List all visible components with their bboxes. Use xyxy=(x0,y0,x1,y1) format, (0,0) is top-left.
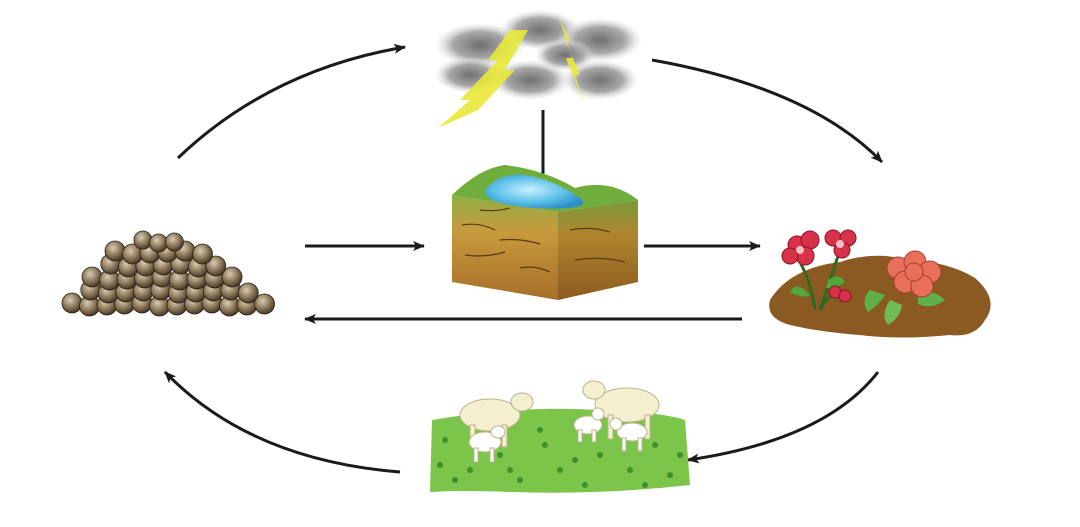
pellet xyxy=(104,240,126,262)
arrows xyxy=(163,43,884,474)
pellet xyxy=(133,230,153,250)
soil-block-with-water-icon xyxy=(452,165,638,300)
pellet xyxy=(81,266,103,288)
storm-cloud-lightning-icon xyxy=(435,10,642,128)
arrow-pile-to-clouds xyxy=(176,43,406,160)
pile-of-rounded-pellets-icon xyxy=(61,230,275,317)
sheep-on-grass-icon xyxy=(430,380,690,493)
arrow-clouds-to-plants xyxy=(651,58,884,164)
pellet xyxy=(149,233,169,253)
flowers-on-soil-icon xyxy=(769,229,991,338)
pellet xyxy=(254,293,275,315)
arrow-plants-to-sheep xyxy=(687,371,880,464)
pellet xyxy=(61,292,83,314)
pellet xyxy=(164,232,184,252)
arrow-sheep-to-pile xyxy=(163,370,401,474)
pellet xyxy=(221,266,243,288)
pellet xyxy=(205,255,227,277)
pellet xyxy=(192,243,213,265)
pellet xyxy=(237,282,259,304)
